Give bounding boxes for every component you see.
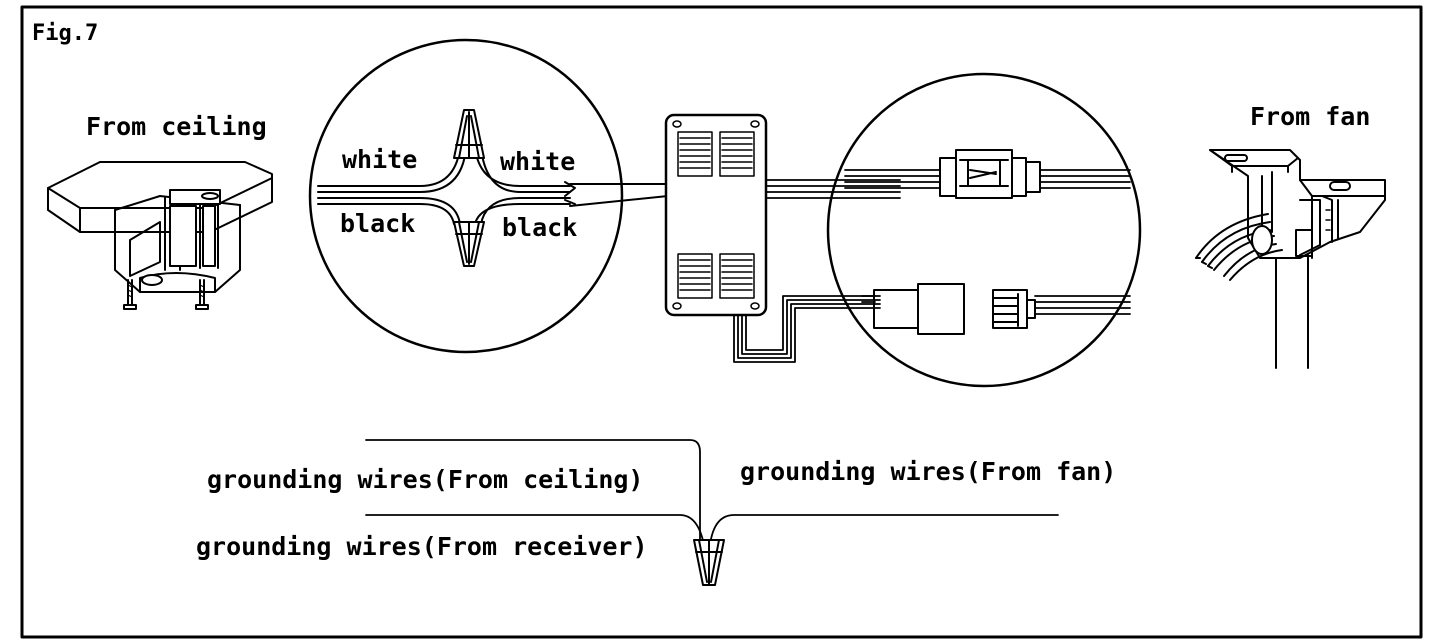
female-connector <box>873 283 965 335</box>
splice-magnifier-circle <box>308 38 624 354</box>
ground-ceiling-label: grounding wires(From ceiling) <box>207 465 644 494</box>
connector-magnifier-circle <box>826 72 1142 388</box>
fan-bracket-illustration <box>1195 149 1386 369</box>
figure-frame <box>20 5 1423 639</box>
wire-nut-bottom <box>453 221 485 267</box>
wire-splice-detail: white white black black <box>308 38 669 354</box>
connector-detail <box>826 72 1142 388</box>
black-wire-left <box>317 197 461 225</box>
white-label-left: white <box>342 145 417 174</box>
mated-connector <box>939 149 1041 199</box>
receiver-bottom-cable <box>733 295 881 363</box>
black-label-right: black <box>502 213 577 242</box>
ground-wire-nut <box>693 539 725 586</box>
receiver-output-cable <box>765 179 901 199</box>
black-label-left: black <box>340 209 415 238</box>
from-fan-label: From fan <box>1250 102 1370 131</box>
figure-label: Fig.7 <box>32 21 98 46</box>
white-label-right: white <box>500 147 575 176</box>
receiver-box <box>664 113 768 317</box>
male-connector <box>992 289 1036 329</box>
from-ceiling-label: From ceiling <box>86 112 267 141</box>
ground-wire-ceiling <box>365 439 701 546</box>
ceiling-bracket-illustration <box>47 161 273 310</box>
wire-nut-top <box>453 109 485 159</box>
black-wire-right <box>474 197 571 225</box>
ground-wire-fan <box>709 514 1059 546</box>
ground-fan-label: grounding wires(From fan) <box>740 457 1116 486</box>
ground-receiver-label: grounding wires(From receiver) <box>196 532 648 561</box>
